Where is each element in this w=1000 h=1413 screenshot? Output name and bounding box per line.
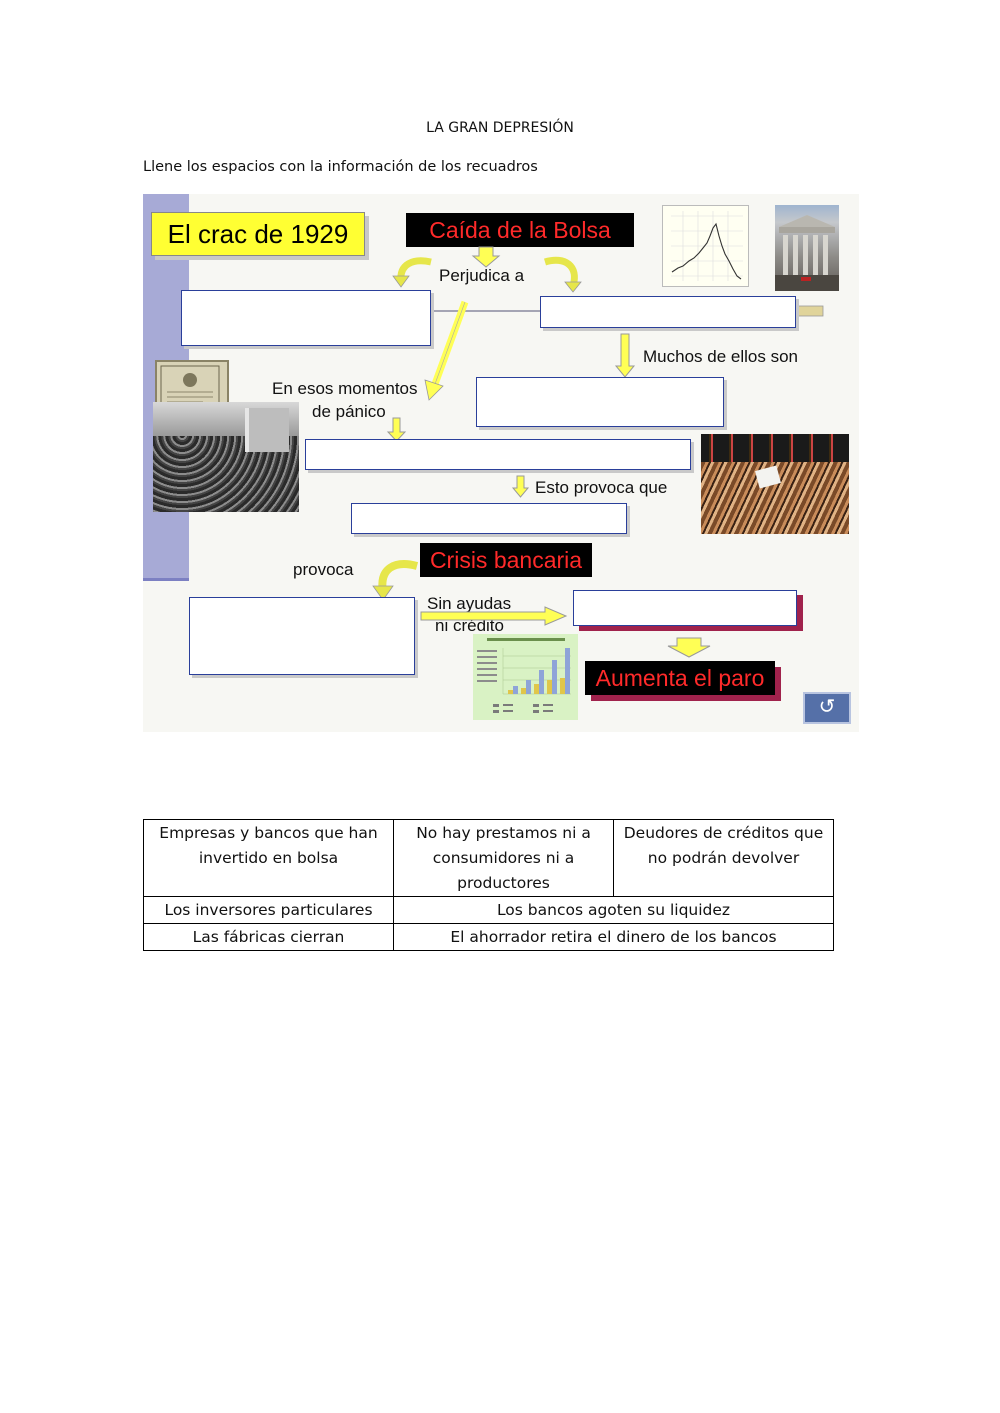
unemployment-chart-image [473,634,578,720]
blank-box-5[interactable] [351,503,627,534]
table-cell: Empresas y bancos que han invertido en b… [143,819,394,897]
diagonal-arrow-icon [424,300,469,401]
perjudica-text: Perjudica a [439,266,525,285]
return-arrow-icon: ↺ [818,696,836,718]
down-arrow-icon [667,637,711,658]
down-arrow-icon [511,475,530,498]
blank-box-2[interactable] [540,296,796,328]
main-title-box: El crac de 1929 [151,212,365,256]
blank-box-7[interactable] [573,590,797,626]
word-bank-table: Empresas y bancos que han invertido en b… [143,819,834,951]
panico-text-line1: En esos momentos [272,379,418,398]
right-arrow-icon [420,606,568,626]
table-row: Los inversores particulares Los bancos a… [143,896,834,924]
blank-box-4[interactable] [305,439,691,470]
concept-map-slide: El crac de 1929 Caída de la Bolsa Perjud… [143,194,859,732]
sin-ayudas-text-line1: Sin ayudas [427,594,512,613]
table-row: Las fábricas cierran El ahorrador retira… [143,923,834,951]
panico-text-line2: de pánico [312,402,386,421]
table-cell: Las fábricas cierran [143,923,394,951]
sin-ayudas-text-line2: ni crédito [435,616,504,635]
down-arrow-icon [386,417,407,442]
table-cell: Los bancos agoten su liquidez [393,896,834,924]
table-cell: Los inversores particulares [143,896,394,924]
provoca-text: provoca [293,560,354,579]
aumenta-paro-label: Aumenta el paro [585,661,775,695]
esto-provoca-text: Esto provoca que [535,478,668,497]
curved-arrow-down-icon [372,560,419,601]
table-row: Empresas y bancos que han invertido en b… [143,819,834,897]
blank-box-6[interactable] [189,597,415,675]
table-cell: Deudores de créditos que no podrán devol… [613,819,834,897]
down-arrow-icon [471,246,501,268]
muchos-text: Muchos de ellos son [643,347,798,366]
crisis-bancaria-label: Crisis bancaria [420,543,592,577]
curved-arrow-right-icon [543,256,582,293]
table-cell: No hay prestamos ni a consumidores ni a … [393,819,614,897]
return-button[interactable]: ↺ [803,692,851,724]
page-title: LA GRAN DEPRESIÓN [426,120,574,136]
blank-box-3[interactable] [476,377,724,427]
instruction-text: Llene los espacios con la información de… [143,159,538,175]
blank-box-1[interactable] [181,290,431,346]
crowd-panic-photo [153,402,299,512]
down-arrow-icon [614,333,636,378]
trading-floor-photo [701,434,849,534]
table-cell: El ahorrador retira el dinero de los ban… [393,923,834,951]
stock-exchange-building-image [775,205,839,291]
curved-arrow-left-icon [392,257,432,288]
stock-chart-image [662,205,749,287]
caida-bolsa-label: Caída de la Bolsa [406,213,634,247]
